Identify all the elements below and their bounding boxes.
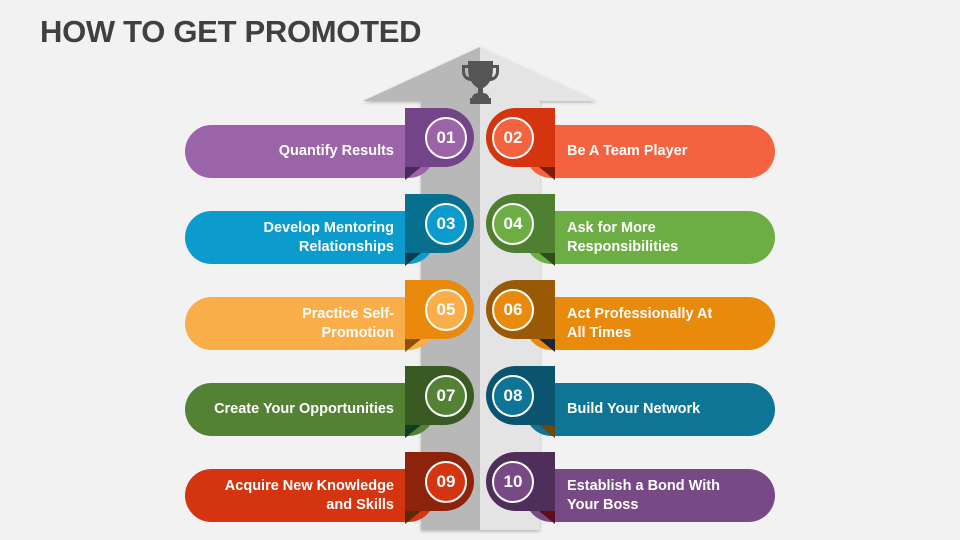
trophy-icon	[462, 61, 499, 104]
ribbon-fold	[405, 253, 421, 266]
step-number-badge: 04	[492, 202, 534, 245]
step-02-tab: 02	[486, 108, 555, 167]
step-05-tab: 05	[405, 280, 474, 339]
step-label: Develop Mentoring Relationships	[263, 219, 394, 255]
step-label: Practice Self- Promotion	[302, 305, 394, 341]
step-03-tab: 03	[405, 194, 474, 253]
step-08-tab: 08	[486, 366, 555, 425]
step-04-bar: Ask for More Responsibilities	[525, 211, 775, 264]
step-number-badge: 06	[492, 288, 534, 331]
step-04-tab: 04	[486, 194, 555, 253]
step-09-tab: 09	[405, 452, 474, 511]
ribbon-fold	[539, 167, 555, 180]
step-label: Acquire New Knowledge and Skills	[224, 477, 394, 513]
step-10-bar: Establish a Bond With Your Boss	[525, 469, 775, 522]
step-number-badge: 01	[425, 116, 467, 159]
step-number-badge: 02	[492, 116, 534, 159]
ribbon-fold	[405, 339, 421, 352]
step-09-bar: Acquire New Knowledge and Skills	[185, 469, 435, 522]
step-label: Create Your Opportunities	[214, 401, 394, 417]
ribbon-fold	[405, 511, 421, 524]
step-06-tab: 06	[486, 280, 555, 339]
ribbon-fold	[405, 425, 421, 438]
ribbon-fold	[539, 511, 555, 524]
step-label: Quantify Results	[278, 143, 394, 159]
step-03-bar: Develop Mentoring Relationships	[185, 211, 435, 264]
step-label: Be A Team Player	[567, 143, 688, 159]
step-08-bar: Build Your Network	[525, 383, 775, 436]
ribbon-fold	[539, 253, 555, 266]
step-01-bar: Quantify Results	[185, 125, 435, 178]
step-01-tab: 01	[405, 108, 474, 167]
step-07-bar: Create Your Opportunities	[185, 383, 435, 436]
step-02-bar: Be A Team Player	[525, 125, 775, 178]
step-07-tab: 07	[405, 366, 474, 425]
step-number-badge: 10	[492, 460, 534, 503]
step-label: Build Your Network	[567, 401, 701, 417]
step-06-bar: Act Professionally At All Times	[525, 297, 775, 350]
step-number-badge: 08	[492, 374, 534, 417]
step-number-badge: 07	[425, 374, 467, 417]
step-label: Establish a Bond With Your Boss	[567, 477, 720, 513]
ribbon-fold	[539, 339, 555, 352]
ribbon-fold	[405, 167, 421, 180]
step-number-badge: 05	[425, 288, 467, 331]
step-label: Act Professionally At All Times	[567, 305, 713, 341]
step-label: Ask for More Responsibilities	[567, 219, 679, 255]
step-number-badge: 03	[425, 202, 467, 245]
step-10-tab: 10	[486, 452, 555, 511]
step-number-badge: 09	[425, 460, 467, 503]
page-title: HOW TO GET PROMOTED	[40, 14, 422, 49]
ribbon-fold	[539, 425, 555, 438]
step-05-bar: Practice Self- Promotion	[185, 297, 435, 350]
